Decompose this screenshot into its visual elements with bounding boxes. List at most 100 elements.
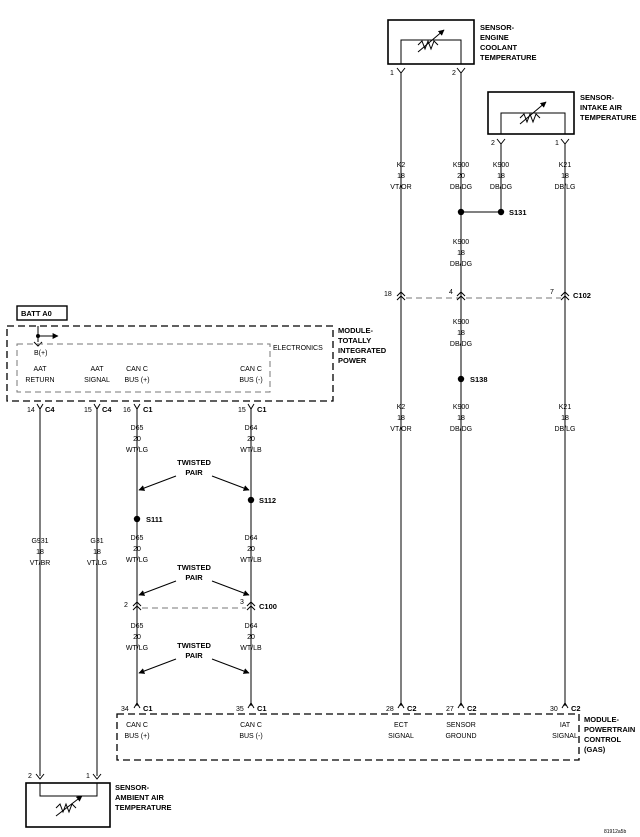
pcm-dashed-boundary [116, 713, 580, 761]
wire-gauge: 20 [133, 546, 141, 553]
pcm-module: 34 C1 35 C1 28 C2 27 C2 30 C2 CAN C BUS … [116, 702, 635, 761]
twisted-pair-arrow [138, 658, 177, 674]
wire-code: G931 [31, 538, 48, 545]
wire-gauge: 18 [397, 415, 405, 422]
splice-s131-label: S131 [509, 208, 527, 217]
tipm-pin-func: CAN C [126, 366, 148, 373]
tipm-label-4: POWER [338, 356, 367, 365]
ect-pin-1: 1 [390, 70, 394, 77]
iat-label-1: SENSOR- [580, 93, 615, 102]
batt-a0-box [16, 305, 68, 321]
pcm-conn-id: C1 [143, 704, 153, 713]
pcm-pin-func: CAN C [126, 722, 148, 729]
pcm-pin-number: 28 [386, 706, 394, 713]
wire-color: WT/LG [126, 645, 148, 652]
wire-gauge: 18 [397, 173, 405, 180]
wire-color: VT/LG [87, 560, 107, 567]
ect-sensor: SENSOR- ENGINE COOLANT TEMPERATURE 1 2 [387, 19, 537, 77]
twisted-pair-arrow [138, 475, 177, 491]
aat-thermistor-arrow [55, 795, 83, 817]
wire-color: WT/LG [126, 447, 148, 454]
upper-wiring: S131 S138 K2 18 VT/OR K900 20 DB/DG K900… [384, 73, 591, 706]
pcm-pin-func: GROUND [445, 733, 476, 740]
pcm-conn-id: C1 [257, 704, 267, 713]
twisted-pair-label: TWISTED [177, 563, 211, 572]
pcm-label-3: CONTROL [584, 735, 621, 744]
c100-pin: 3 [240, 599, 244, 606]
wire-gauge: 18 [36, 549, 44, 556]
twisted-pair-label: TWISTED [177, 641, 211, 650]
wire-code: K900 [493, 162, 509, 169]
ect-label-4: TEMPERATURE [480, 53, 537, 62]
pcm-pin-func: IAT [560, 722, 571, 729]
iat-pin-1: 1 [555, 140, 559, 147]
twisted-pair-label: PAIR [185, 573, 203, 582]
splice-dot [457, 375, 465, 383]
aat-pin-2: 2 [28, 773, 32, 780]
splice-s111-label: S111 [146, 515, 163, 524]
aat-label-2: AMBIENT AIR [115, 793, 164, 802]
tipm-label-1: MODULE- [338, 326, 373, 335]
wire-color: WT/LG [126, 557, 148, 564]
wire-color: WT/LB [240, 645, 262, 652]
pcm-conn-id: C2 [407, 704, 417, 713]
tipm-label-3: INTEGRATED [338, 346, 387, 355]
iat-label-3: TEMPERATURE [580, 113, 637, 122]
ect-thermistor-arrow [417, 29, 445, 53]
wire-color: WT/LB [240, 557, 262, 564]
ect-label-3: COOLANT [480, 43, 517, 52]
wire-color: VT/BR [30, 560, 51, 567]
pcm-pin-func: SIGNAL [388, 733, 414, 740]
c102-terminal-icons [396, 291, 570, 301]
wire-gauge: 20 [247, 546, 255, 553]
wire-color: DB/DG [450, 184, 472, 191]
ect-thermistor-icon [417, 39, 439, 51]
wire-color: DB/DG [450, 341, 472, 348]
aat-label-3: TEMPERATURE [115, 803, 172, 812]
wire-code: K21 [559, 162, 572, 169]
wire-gauge: 20 [133, 436, 141, 443]
ect-sensor-internal-wire [400, 39, 462, 64]
pcm-terminal-icons [133, 702, 569, 709]
pcm-pin-func: CAN C [240, 722, 262, 729]
wire-code: K900 [453, 404, 469, 411]
iat-thermistor-arrow [519, 101, 547, 125]
twisted-pair-arrow [138, 580, 177, 596]
wire-color: DB/DG [450, 426, 472, 433]
pcm-pin-func: BUS (+) [124, 733, 149, 740]
twisted-pair-arrow [211, 658, 250, 674]
wire-color: DB/DG [490, 184, 512, 191]
pcm-conn-id: C2 [467, 704, 477, 713]
wire-gauge: 20 [133, 634, 141, 641]
iat-sensor: SENSOR- INTAKE AIR TEMPERATURE 2 1 [487, 91, 637, 147]
pcm-pin-number: 27 [446, 706, 454, 713]
pcm-pin-number: 30 [550, 706, 558, 713]
splice-dot [457, 208, 465, 216]
aat-pin-1: 1 [86, 773, 90, 780]
tipm-pin-func: CAN C [240, 366, 262, 373]
wire-gauge: 20 [247, 436, 255, 443]
tipm-pin-number: 14 [27, 407, 35, 414]
wire-code: D64 [245, 535, 258, 542]
tipm-conn-id: C4 [45, 405, 55, 414]
wire-gauge: 20 [247, 634, 255, 641]
splice-dot [247, 496, 255, 504]
tipm-pin-number: 15 [84, 407, 92, 414]
aat-terminal-icons [35, 773, 102, 780]
tipm-pin-number: 16 [123, 407, 131, 414]
wire-gauge: 20 [457, 173, 465, 180]
wire-code: G31 [90, 538, 103, 545]
wire-code: K2 [397, 404, 406, 411]
splice-s138-label: S138 [470, 375, 488, 384]
aat-label-1: SENSOR- [115, 783, 150, 792]
wire-gauge: 18 [457, 330, 465, 337]
wire-gauge: 18 [457, 250, 465, 257]
pcm-pin-func: SIGNAL [552, 733, 578, 740]
tipm-conn-id: C1 [143, 405, 153, 414]
tipm-pin-func: AAT [90, 366, 104, 373]
pcm-pin-number: 34 [121, 706, 129, 713]
twisted-pair-label: TWISTED [177, 458, 211, 467]
pcm-label-4: (GAS) [584, 745, 606, 754]
wire-code: K2 [397, 162, 406, 169]
wire-color: VT/OR [390, 184, 411, 191]
